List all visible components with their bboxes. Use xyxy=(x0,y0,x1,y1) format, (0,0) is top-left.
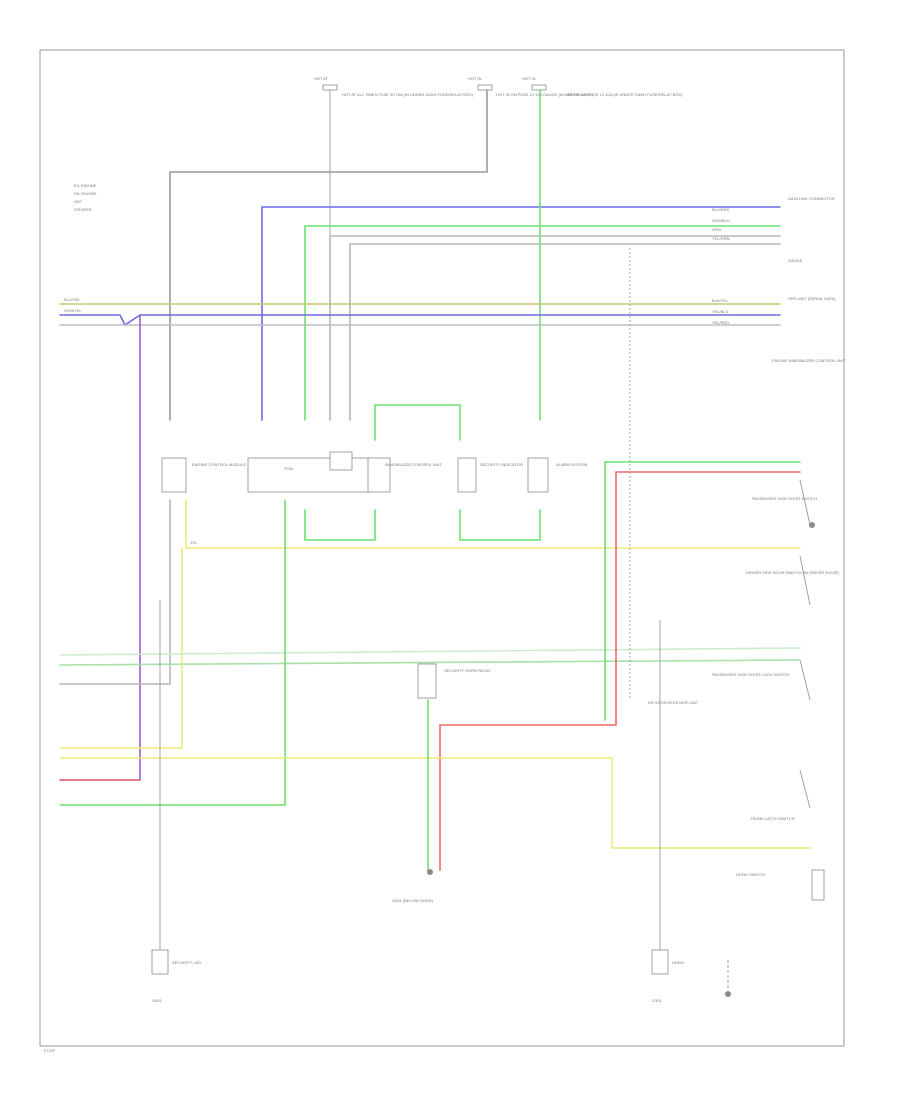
unit-a xyxy=(161,457,187,493)
label-grn-yel: GRN/YEL xyxy=(64,308,82,313)
svg-text:TRUNK LATCH SWITCH: TRUNK LATCH SWITCH xyxy=(750,816,795,821)
legend: E/L ENGINE R/L ENGINE HDT S/SOFER xyxy=(74,183,97,212)
right-conn-3: SRS UNIT (SERIAL DATA) xyxy=(788,296,836,301)
wire-green-loop-top xyxy=(374,404,461,441)
bottom-left-ground: G501 xyxy=(152,998,163,1003)
svg-text:HOT AT ALL TIMES FUSE 30 15A: HOT AT ALL TIMES FUSE 30 15A (IN UNDER D… xyxy=(342,92,474,97)
legend-item-4: S/SOFER xyxy=(74,207,92,212)
legend-item-1: E/L ENGINE xyxy=(74,183,97,188)
horn-ground-icon xyxy=(725,991,731,997)
svg-text:HOT AT: HOT AT xyxy=(314,76,329,81)
figure-code: I/7J2F xyxy=(44,1048,56,1053)
svg-text:HOT IN ON FUSE 13 10A (IN UN: HOT IN ON FUSE 13 10A (IN UNDER DASH FUS… xyxy=(566,92,683,97)
label-yel-red: YEL/RED xyxy=(712,320,729,325)
label-yel-mid: YEL xyxy=(190,540,198,545)
svg-text:DRIVER SIDE DOOR SWITCH (IN DR: DRIVER SIDE DOOR SWITCH (IN DRIVER DOOR) xyxy=(746,570,839,575)
bottom-right-component xyxy=(651,949,669,975)
wire-green-right-top xyxy=(604,461,801,721)
label-blu-yel: BLU/YEL xyxy=(64,297,81,302)
unit-e xyxy=(527,457,549,493)
svg-text:PCM: PCM xyxy=(284,466,293,471)
wire-gray-h2 xyxy=(329,235,781,421)
svg-text:PASSENGER SIDE DOOR LOCK SWITC: PASSENGER SIDE DOOR LOCK SWITCH xyxy=(712,672,789,677)
fuse-top-left: HOT AT HOT AT ALL TIMES FUSE 30 15A (IN … xyxy=(314,76,474,420)
svg-text:IMMOBILIZER CONTROL UNIT: IMMOBILIZER CONTROL UNIT xyxy=(385,462,443,467)
bottom-right-ground: G301 xyxy=(652,998,663,1003)
wire-yellow-left-1 xyxy=(59,547,183,749)
unit-d xyxy=(457,457,477,493)
right-conn-2: GAUGE xyxy=(788,258,803,263)
wire-green-loop-bottom-2 xyxy=(459,509,541,541)
right-switches: PASSENGER SIDE DOOR SWITCH DRIVER SIDE D… xyxy=(648,479,839,901)
fuse-top-mid: HOT IN HOT IN ON FUSE 10 10A GAUGE (IN U… xyxy=(468,76,594,97)
center-ground-icon xyxy=(427,869,433,875)
svg-text:ENGINE CONTROL MODULE: ENGINE CONTROL MODULE xyxy=(192,462,246,467)
bottom-left-label: SECURITY LED xyxy=(172,960,201,965)
wire-green-long-1 xyxy=(59,647,801,656)
wire-green-left xyxy=(59,499,286,806)
label-yel-grn: YEL/GRN xyxy=(712,236,730,241)
legend-item-3: HDT xyxy=(74,199,83,204)
wire-green-h1 xyxy=(304,225,781,421)
wire-yellow-left-2 xyxy=(59,757,811,849)
wire-gray-h3 xyxy=(349,243,781,421)
wire-yellow-mid xyxy=(185,499,801,549)
label-blu-red: BLU/RED xyxy=(712,207,729,212)
legend-item-2: R/L ENGINE xyxy=(74,191,97,196)
svg-text:HOOD SWITCH: HOOD SWITCH xyxy=(736,872,765,877)
right-conn-1: DATA LINK CONNECTOR xyxy=(788,196,835,201)
center-relay-label: SECURITY HORN RELAY xyxy=(444,668,491,673)
bottom-right-label: HORN xyxy=(672,960,684,965)
unit-c xyxy=(367,457,391,493)
svg-text:PASSENGER SIDE DOOR SWITCH: PASSENGER SIDE DOOR SWITCH xyxy=(752,496,817,501)
module-row: ENGINE CONTROL MODULE PCM IMMOBILIZER CO… xyxy=(161,451,587,493)
center-ground-label: G401 (BELOW HOOD) xyxy=(392,898,434,903)
svg-text:HOT IN: HOT IN xyxy=(522,76,536,81)
right-ground-icon xyxy=(809,522,815,528)
wire-green-loop-bottom xyxy=(304,509,376,541)
label-grn: GRN xyxy=(712,227,721,232)
wire-blue-top xyxy=(261,206,781,421)
fuse-top-right: HOT IN HOT IN ON FUSE 13 10A (IN UNDER D… xyxy=(522,76,683,97)
wire-purple-down xyxy=(59,314,141,781)
wire-gray-left-down xyxy=(59,499,171,685)
diagram-frame xyxy=(39,49,845,1047)
wire-gray-top xyxy=(169,89,488,421)
bottom-left-component xyxy=(151,949,169,975)
svg-text:HOT IN: HOT IN xyxy=(468,76,482,81)
label-grn-blu: GRN/BLU xyxy=(712,218,730,223)
label-yel-blk: YEL/BLK xyxy=(712,309,729,314)
label-blk-yel: BLK/YEL xyxy=(712,298,729,303)
wire-green-long-2 xyxy=(59,659,801,666)
svg-text:HOT IN ON FUSE 10 10A GAUGE: HOT IN ON FUSE 10 10A GAUGE (IN UNDER DA… xyxy=(496,92,594,97)
center-relay xyxy=(417,663,437,699)
svg-text:ALARM SYSTEM: ALARM SYSTEM xyxy=(556,462,587,467)
svg-text:KEYLESS RECEIVER UNIT: KEYLESS RECEIVER UNIT xyxy=(648,700,699,705)
svg-text:SECURITY INDICATOR: SECURITY INDICATOR xyxy=(480,462,523,467)
wire-purple-bus xyxy=(59,314,781,327)
wire-red xyxy=(439,471,801,871)
right-module: ENGINE IMMOBILIZER CONTROL UNIT xyxy=(772,358,846,363)
